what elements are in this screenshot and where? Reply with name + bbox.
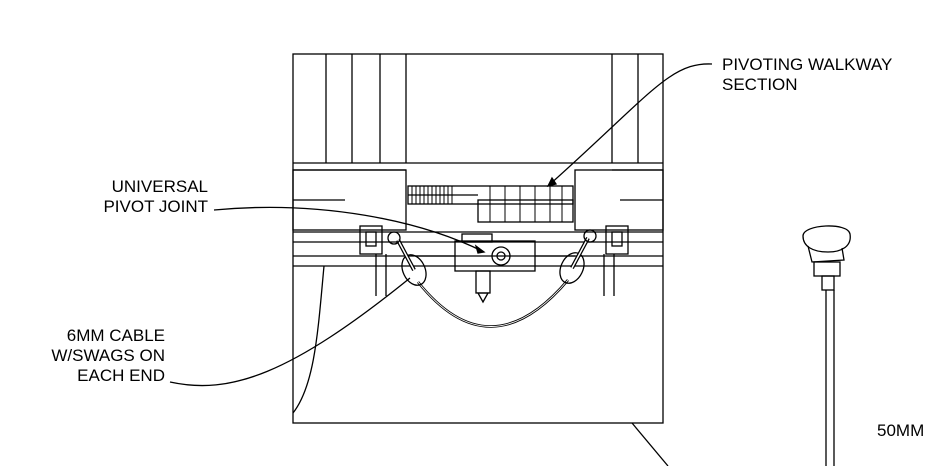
label-dimension: 50MM (877, 421, 925, 440)
label-walkway-line2: SECTION (722, 75, 798, 94)
label-cable-line1: 6MM CABLE (66, 326, 165, 345)
leader-cable (169, 277, 411, 387)
lower-curve (292, 265, 325, 414)
label-cable: 6MM CABLE W/SWAGS ON EACH END (20, 326, 165, 386)
leader-walkway (547, 63, 713, 187)
leader-pivot (213, 206, 485, 253)
label-pivoting-walkway: PIVOTING WALKWAY SECTION (722, 55, 892, 95)
cable (387, 229, 597, 328)
leader-dimension (631, 422, 669, 466)
frame-outline (292, 53, 664, 424)
label-cable-line2: W/SWAGS ON (51, 346, 165, 365)
arrowhead-walkway (546, 176, 558, 187)
left-clamp (359, 225, 387, 296)
label-pivot-line2: PIVOT JOINT (103, 197, 208, 216)
pivot-joint (415, 233, 575, 304)
label-pivot-line1: UNIVERSAL (111, 177, 208, 196)
bolt-detail (802, 225, 851, 466)
walkway-band (292, 162, 664, 231)
vertical-posts (325, 54, 639, 163)
right-clamp (603, 225, 629, 296)
label-walkway-line1: PIVOTING WALKWAY (722, 55, 893, 74)
arrowhead-pivot (474, 244, 486, 254)
label-universal-pivot-joint: UNIVERSAL PIVOT JOINT (60, 177, 208, 217)
gear-teeth (411, 186, 563, 222)
label-cable-line3: EACH END (77, 366, 165, 385)
